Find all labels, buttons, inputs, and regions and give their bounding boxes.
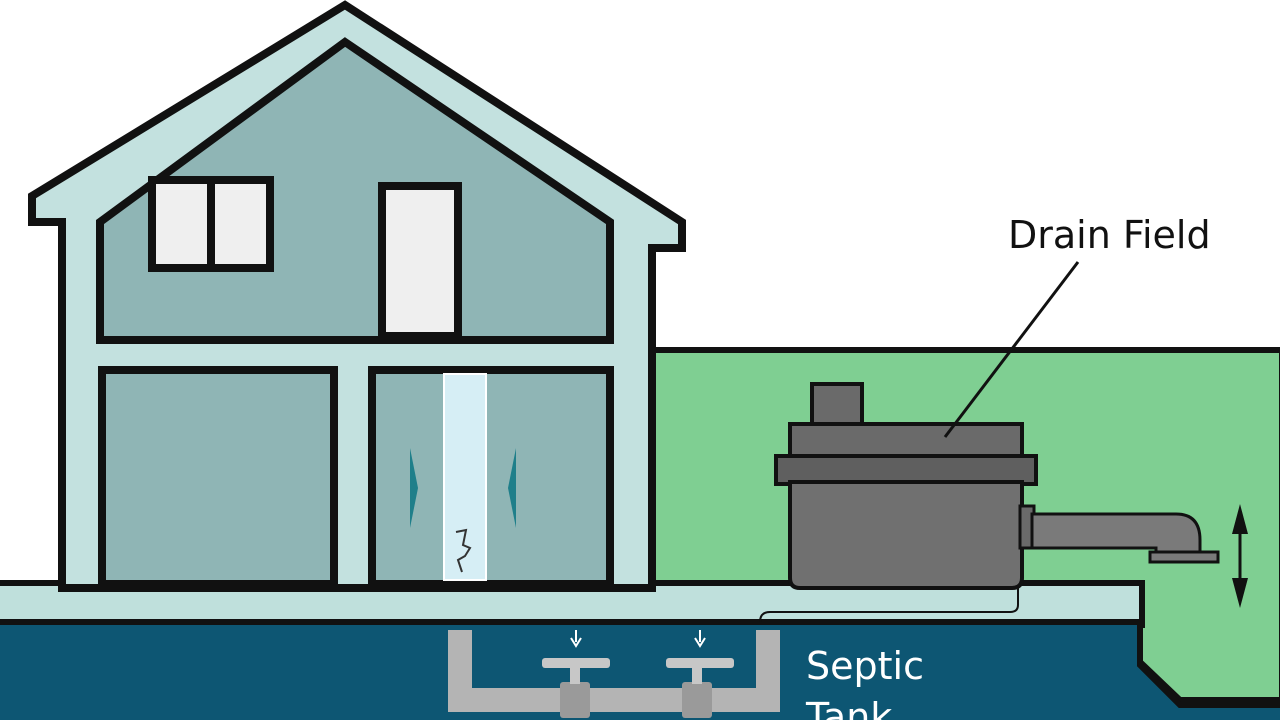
flow-arrow-right-icon xyxy=(694,630,706,648)
valve-right-handle xyxy=(666,658,734,668)
connector-line xyxy=(759,588,1019,623)
drain-field-label: Drain Field xyxy=(1008,213,1211,257)
septic-tank-label-line2: Tank xyxy=(805,695,892,720)
valve-left-stem xyxy=(570,668,580,684)
level-arrow-down-icon xyxy=(1232,578,1248,608)
valve-left-handle xyxy=(542,658,610,668)
drain-field-leader xyxy=(943,261,1080,438)
sliding-door-glass xyxy=(443,373,487,581)
door-handle-icon xyxy=(455,528,472,573)
door-right-fin xyxy=(508,448,516,528)
upper-door xyxy=(378,182,462,340)
underground-area xyxy=(0,619,1280,725)
septic-tank-label-line1: Septic xyxy=(806,644,924,688)
house-lower-left-panel xyxy=(98,366,338,588)
valve-right xyxy=(682,682,712,718)
unit-cap xyxy=(810,382,864,428)
door-left-fin xyxy=(410,448,418,528)
unit-lid xyxy=(788,422,1024,460)
valve-left xyxy=(560,682,590,718)
valve-right-stem xyxy=(692,668,702,684)
unit-body xyxy=(788,480,1024,590)
buried-pipe xyxy=(448,630,780,712)
unit-rim xyxy=(774,454,1038,486)
outlet-pipe xyxy=(1030,512,1202,556)
flow-arrow-left-icon xyxy=(570,630,582,648)
outlet-pipe-end xyxy=(1148,550,1220,564)
house-lower-right-panel xyxy=(368,366,614,588)
level-arrow-up-icon xyxy=(1232,504,1248,534)
